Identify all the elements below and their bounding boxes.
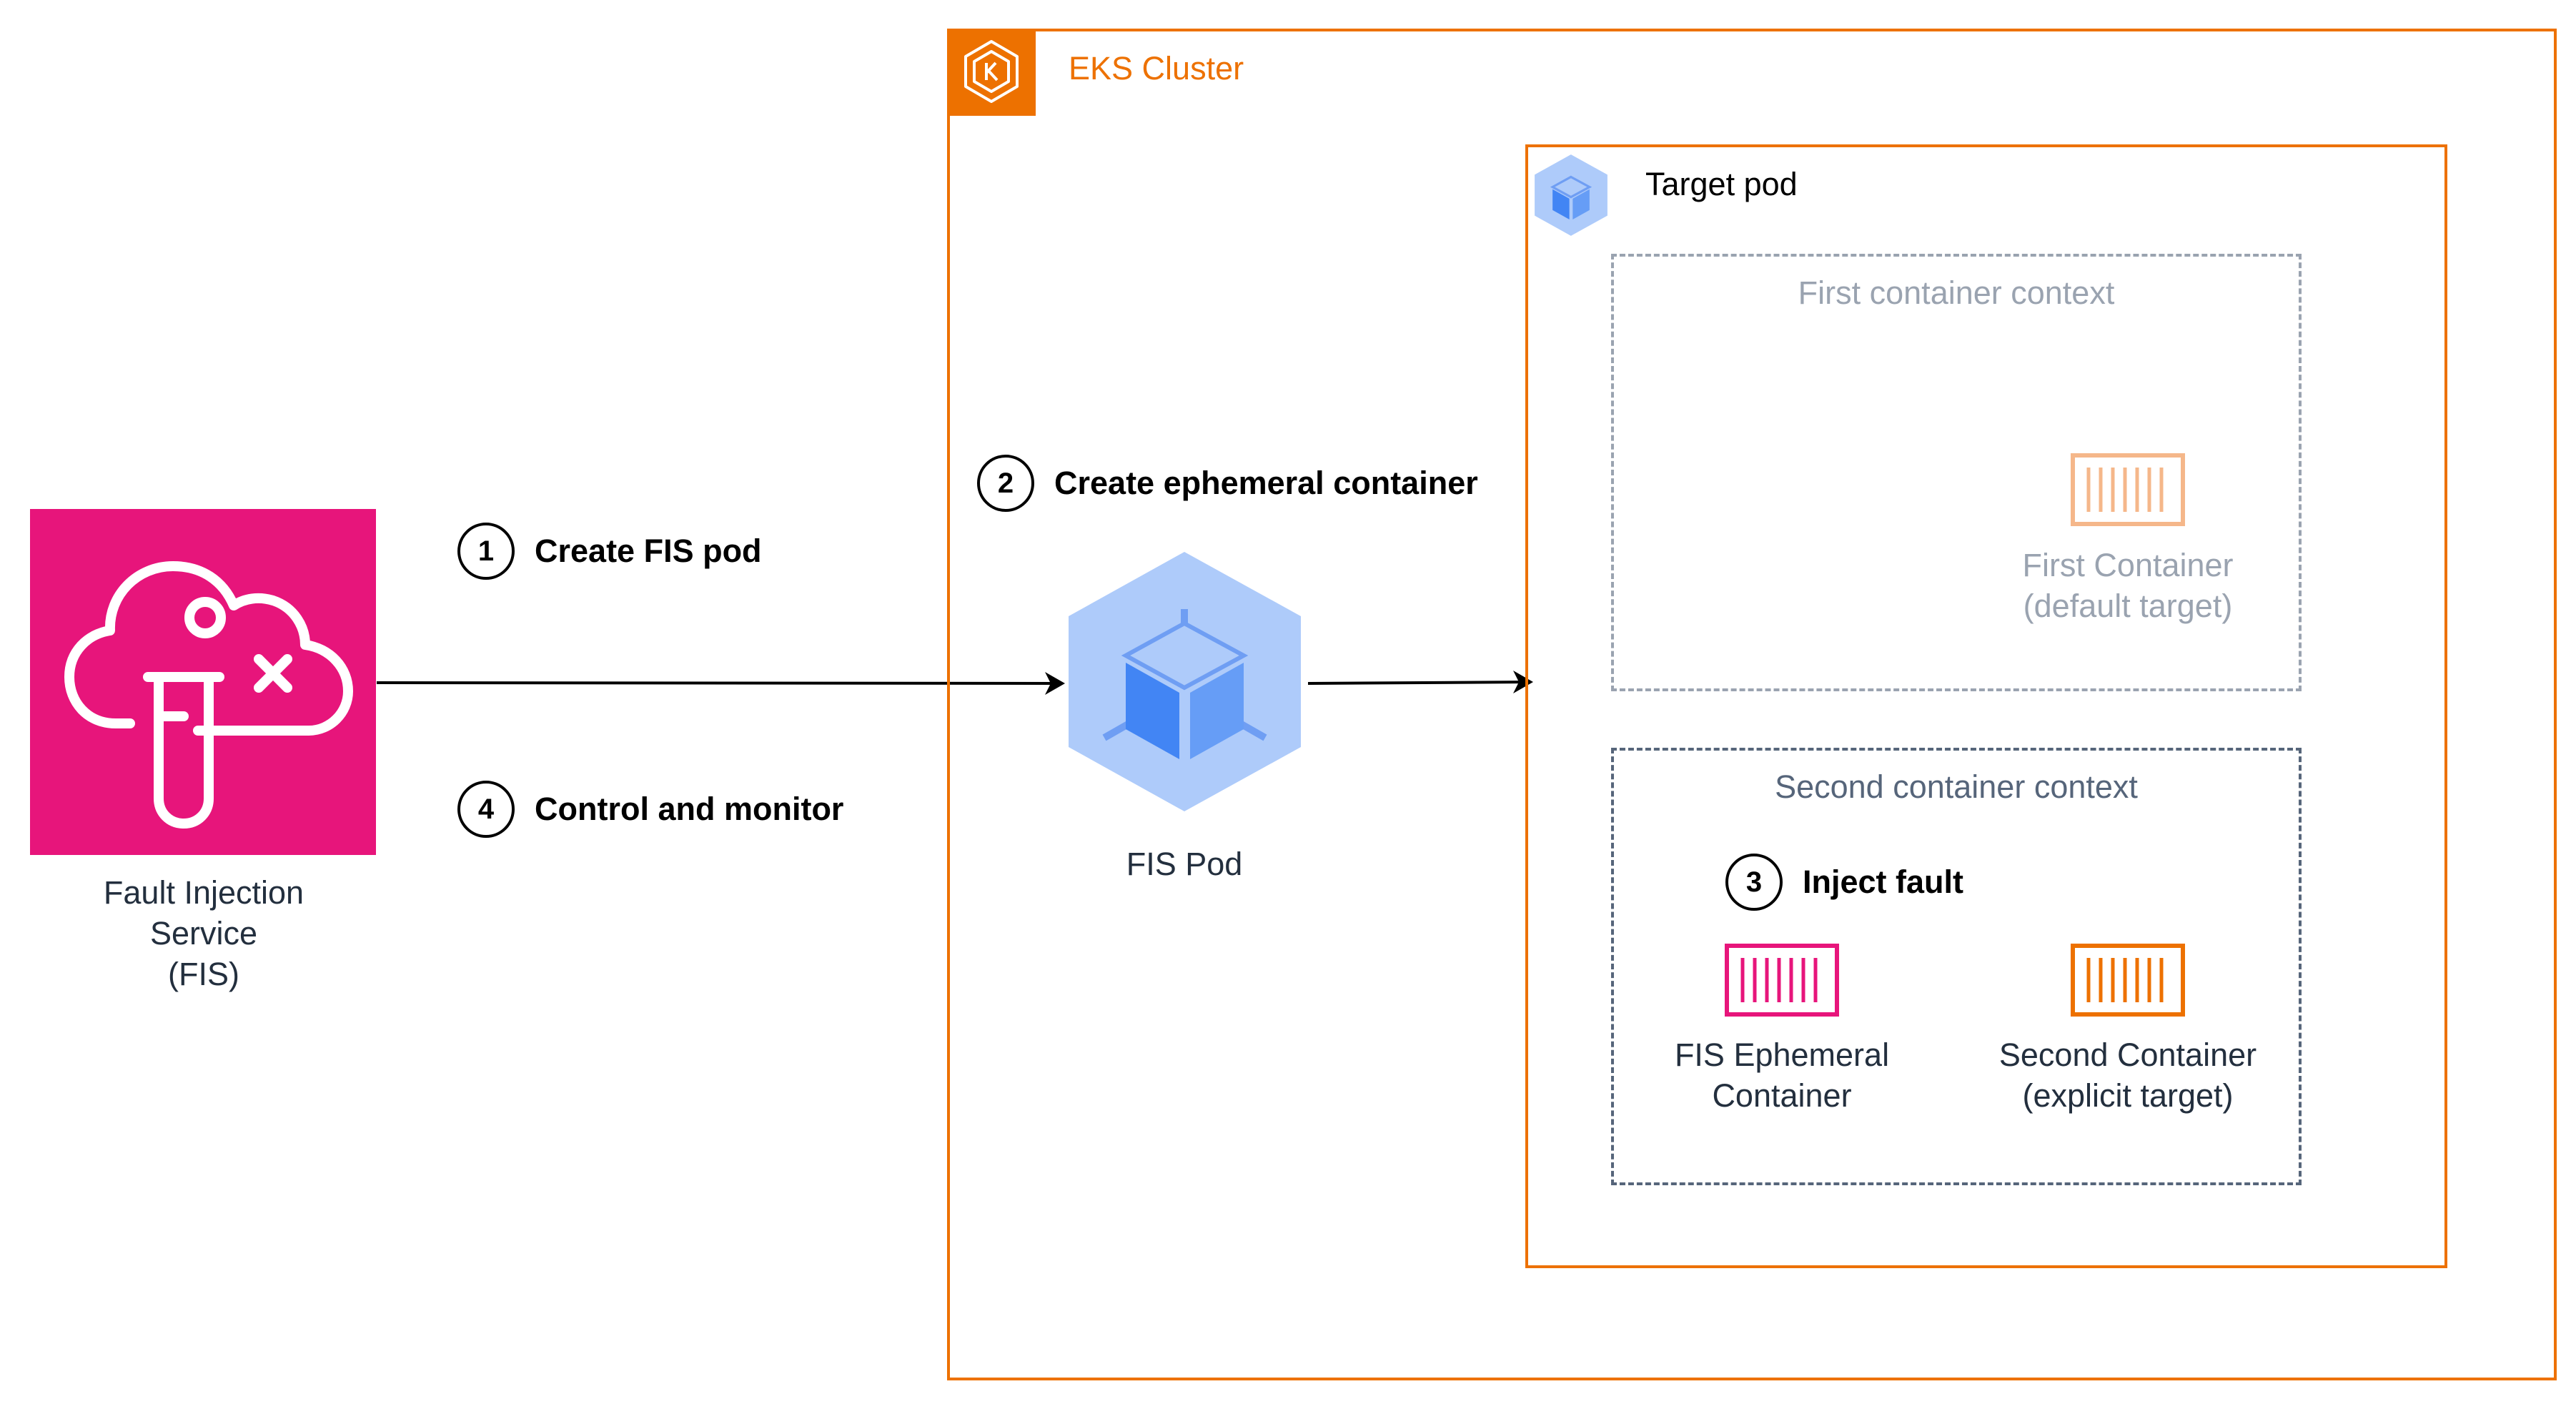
first-container-line-1: First Container	[2022, 547, 2234, 583]
fis-label-line-1: Fault Injection	[103, 874, 304, 911]
fis-label-line-2: Service	[149, 915, 258, 951]
step-3-label: Inject fault	[1803, 864, 1964, 900]
step-4-label: Control and monitor	[535, 791, 844, 827]
second-container-line-2: (explicit target)	[2022, 1077, 2234, 1114]
arrow-pod-to-target-head	[1513, 671, 1533, 693]
first-context-title: First container context	[1798, 275, 2115, 311]
first-container-context: First container context	[1611, 254, 2302, 691]
target-pod-group	[1525, 144, 2447, 1268]
fis-ephemeral-container-label: FIS Ephemeral Container	[1639, 1034, 1925, 1116]
fis-service-label: Fault Injection Service (FIS)	[43, 872, 365, 994]
step-3: 3 Inject fault	[1725, 854, 1963, 911]
step-4: 4 Control and monitor	[457, 781, 843, 838]
step-1: 1 Create FIS pod	[457, 523, 762, 580]
step-2-number: 2	[977, 455, 1034, 512]
step-1-number: 1	[457, 523, 515, 580]
first-container-label: First Container (default target)	[1985, 545, 2271, 626]
second-container-icon	[2071, 944, 2185, 1017]
target-pod-label: Target pod	[1645, 166, 1798, 202]
kubernetes-icon	[964, 40, 1019, 103]
pod-cube-icon	[1069, 552, 1301, 811]
fis-pod-label: FIS Pod	[1126, 846, 1243, 882]
second-container-label: Second Container (explicit target)	[1985, 1034, 2271, 1116]
fis-ephemeral-container-icon	[1725, 944, 1839, 1017]
second-container-line-1: Second Container	[1998, 1037, 2257, 1073]
arrow-pod-to-target	[1307, 681, 1530, 685]
step-4-number: 4	[457, 781, 515, 838]
fis-cloud-testtube-icon	[64, 561, 353, 829]
step-3-number: 3	[1725, 854, 1783, 911]
fis-ephemeral-line-2: Container	[1712, 1077, 1852, 1114]
step-1-label: Create FIS pod	[535, 533, 762, 569]
step-2-label: Create ephemeral container	[1054, 465, 1478, 501]
eks-cluster-group	[947, 29, 2557, 1380]
fis-ephemeral-line-1: FIS Ephemeral	[1674, 1037, 1890, 1073]
fis-label-line-3: (FIS)	[168, 956, 239, 992]
first-container-line-2: (default target)	[2023, 588, 2233, 624]
eks-cluster-icon-badge	[947, 29, 1036, 116]
second-context-title: Second container context	[1775, 768, 2138, 805]
step-2: 2 Create ephemeral container	[977, 455, 1478, 512]
first-container-icon	[2071, 453, 2185, 526]
fis-service-tile	[30, 509, 376, 855]
arrow-fis-to-pod-head	[1045, 672, 1065, 695]
eks-cluster-label: EKS Cluster	[1069, 50, 1244, 86]
second-container-context: Second container context	[1611, 748, 2302, 1185]
target-pod-cube-icon	[1535, 154, 1607, 236]
